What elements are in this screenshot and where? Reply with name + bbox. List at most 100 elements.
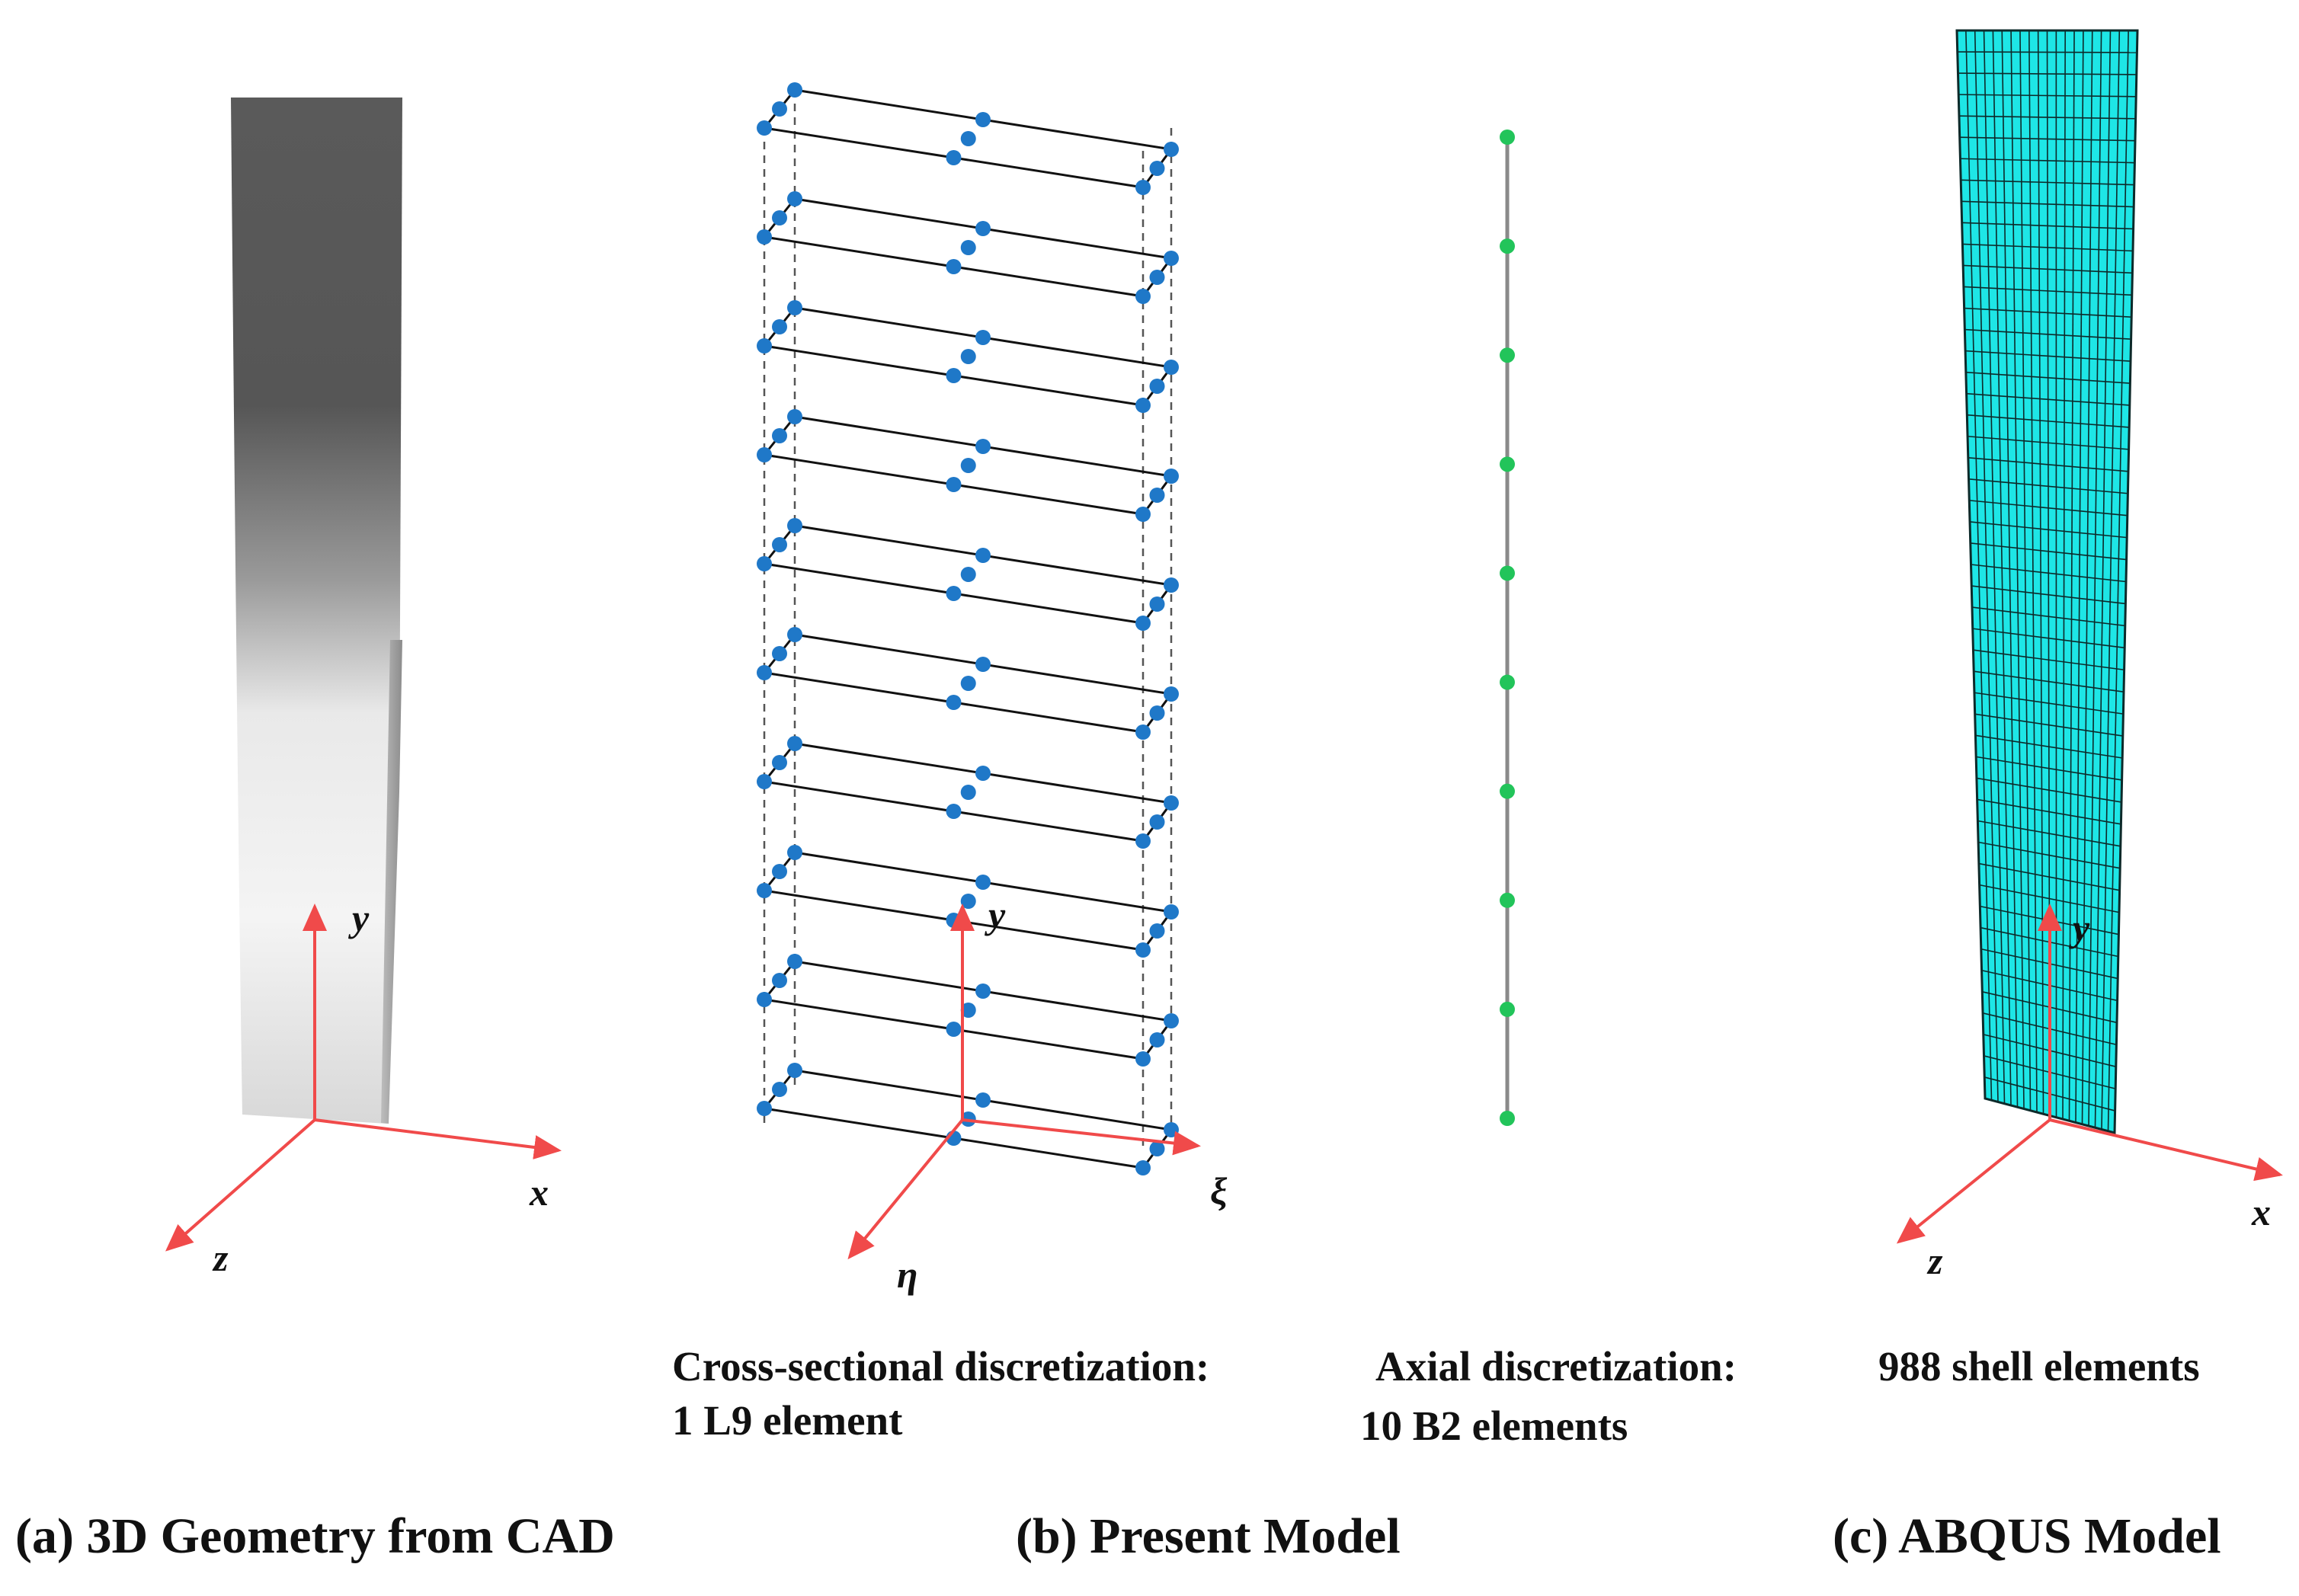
l9-node — [975, 984, 991, 999]
shell-mesh-grid — [1957, 30, 2137, 1131]
l9-node — [757, 447, 772, 462]
l9-node — [975, 766, 991, 781]
l9-node — [772, 1082, 787, 1097]
l9-node — [1135, 724, 1151, 740]
l9-node — [1164, 360, 1179, 375]
l9-node — [757, 338, 772, 353]
l9-node — [1149, 923, 1165, 939]
b2-node — [1500, 130, 1515, 145]
axis-x-arrow — [314, 1118, 562, 1159]
l9-node — [1149, 1032, 1165, 1047]
l9-node — [946, 477, 962, 492]
mesh-line-horizontal — [1974, 713, 2123, 737]
l9-node — [1135, 180, 1151, 195]
l9-node — [1164, 686, 1179, 702]
l9-node — [975, 548, 991, 563]
l9-node — [1149, 270, 1165, 285]
l9-node — [946, 150, 962, 165]
axis-eta-arrow — [847, 1118, 964, 1260]
l9-node — [960, 676, 976, 691]
l9-node — [960, 349, 976, 364]
shell-elements-text: 988 shell elements — [1878, 1343, 2200, 1390]
l9-node — [1149, 705, 1165, 721]
l9-node — [772, 864, 787, 879]
mesh-line-horizontal — [1961, 200, 2134, 208]
l9-node — [772, 537, 787, 552]
mesh-line-horizontal — [1971, 585, 2126, 605]
b2-node — [1500, 565, 1515, 581]
mesh-line-horizontal — [1958, 72, 2137, 75]
axes-a: y x z — [165, 897, 562, 1279]
panel-c-abaqus: y x z 988 shell elements (c) ABQUS Model — [1833, 29, 2283, 1564]
axis-label-y: y — [348, 897, 370, 939]
cross-section — [757, 191, 1179, 304]
b2-node — [1500, 456, 1515, 472]
axis-label-xi: ξ — [1210, 1169, 1228, 1212]
l9-node — [757, 556, 772, 571]
l9-node — [787, 627, 802, 642]
mesh-line-horizontal — [1977, 798, 2121, 825]
l9-node — [1135, 289, 1151, 304]
l9-node — [1135, 398, 1151, 413]
l9-node — [757, 774, 772, 789]
mesh-line-horizontal — [1961, 179, 2134, 186]
l9-node — [772, 319, 787, 334]
l9-node — [787, 82, 802, 98]
axis-label-y: y — [2069, 907, 2090, 949]
l9-node — [946, 586, 962, 601]
mesh-line-horizontal — [1977, 841, 2121, 869]
mesh-line-horizontal — [1964, 307, 2132, 318]
l9-node — [946, 368, 962, 383]
l9-node — [787, 191, 802, 206]
l9-node — [1149, 161, 1165, 176]
cross-section — [757, 845, 1179, 958]
l9-node — [757, 992, 772, 1007]
cad-blade — [231, 98, 402, 1124]
l9-node — [946, 804, 962, 819]
l9-node — [1164, 795, 1179, 811]
mesh-line-horizontal — [1975, 734, 2123, 759]
l9-node — [975, 657, 991, 672]
mesh-line-horizontal — [1967, 414, 2130, 428]
axes-b: y ξ η — [847, 894, 1228, 1296]
cross-section — [757, 736, 1179, 849]
cross-section — [757, 518, 1179, 631]
l9-node — [975, 330, 991, 345]
mesh-line-horizontal — [1979, 884, 2120, 913]
caption-c: (c) ABQUS Model — [1833, 1508, 2221, 1564]
l9-node — [960, 1003, 976, 1018]
axis-x-arrow — [2049, 1118, 2283, 1182]
cross-section — [757, 954, 1179, 1067]
l9-node — [946, 695, 962, 710]
mesh-line-horizontal — [1974, 692, 2124, 715]
l9-node — [772, 973, 787, 988]
panel-a-geometry: y x z (a) 3D Geometry from CAD — [15, 98, 615, 1564]
l9-node — [1135, 507, 1151, 522]
l9-node — [946, 259, 962, 274]
cross-section — [757, 82, 1179, 195]
mesh-line-horizontal — [1972, 628, 2125, 649]
mesh-line-horizontal — [1961, 222, 2134, 230]
l9-node — [1135, 942, 1151, 958]
b2-node — [1500, 347, 1515, 363]
mesh-line-horizontal — [1977, 820, 2121, 847]
l9-node — [946, 1022, 962, 1037]
l9-node — [1149, 597, 1165, 612]
l9-node — [757, 883, 772, 898]
l9-node — [787, 736, 802, 751]
mesh-line-horizontal — [1971, 564, 2127, 583]
mesh-line-horizontal — [1958, 115, 2136, 120]
mesh-line-horizontal — [1965, 371, 2131, 384]
cross-section-text-1: Cross-sectional discretization: — [672, 1343, 1209, 1390]
mesh-line-horizontal — [1960, 158, 2135, 164]
mesh-line-horizontal — [1964, 328, 2131, 340]
caption-a: (a) 3D Geometry from CAD — [15, 1508, 615, 1564]
cross-section — [757, 300, 1179, 413]
mesh-line-horizontal — [1966, 392, 2130, 406]
mesh-line-horizontal — [1967, 435, 2129, 450]
l9-node — [787, 300, 802, 315]
b2-node — [1500, 892, 1515, 908]
mesh-line-horizontal — [1963, 286, 2132, 296]
mesh-line-horizontal — [1963, 264, 2133, 274]
